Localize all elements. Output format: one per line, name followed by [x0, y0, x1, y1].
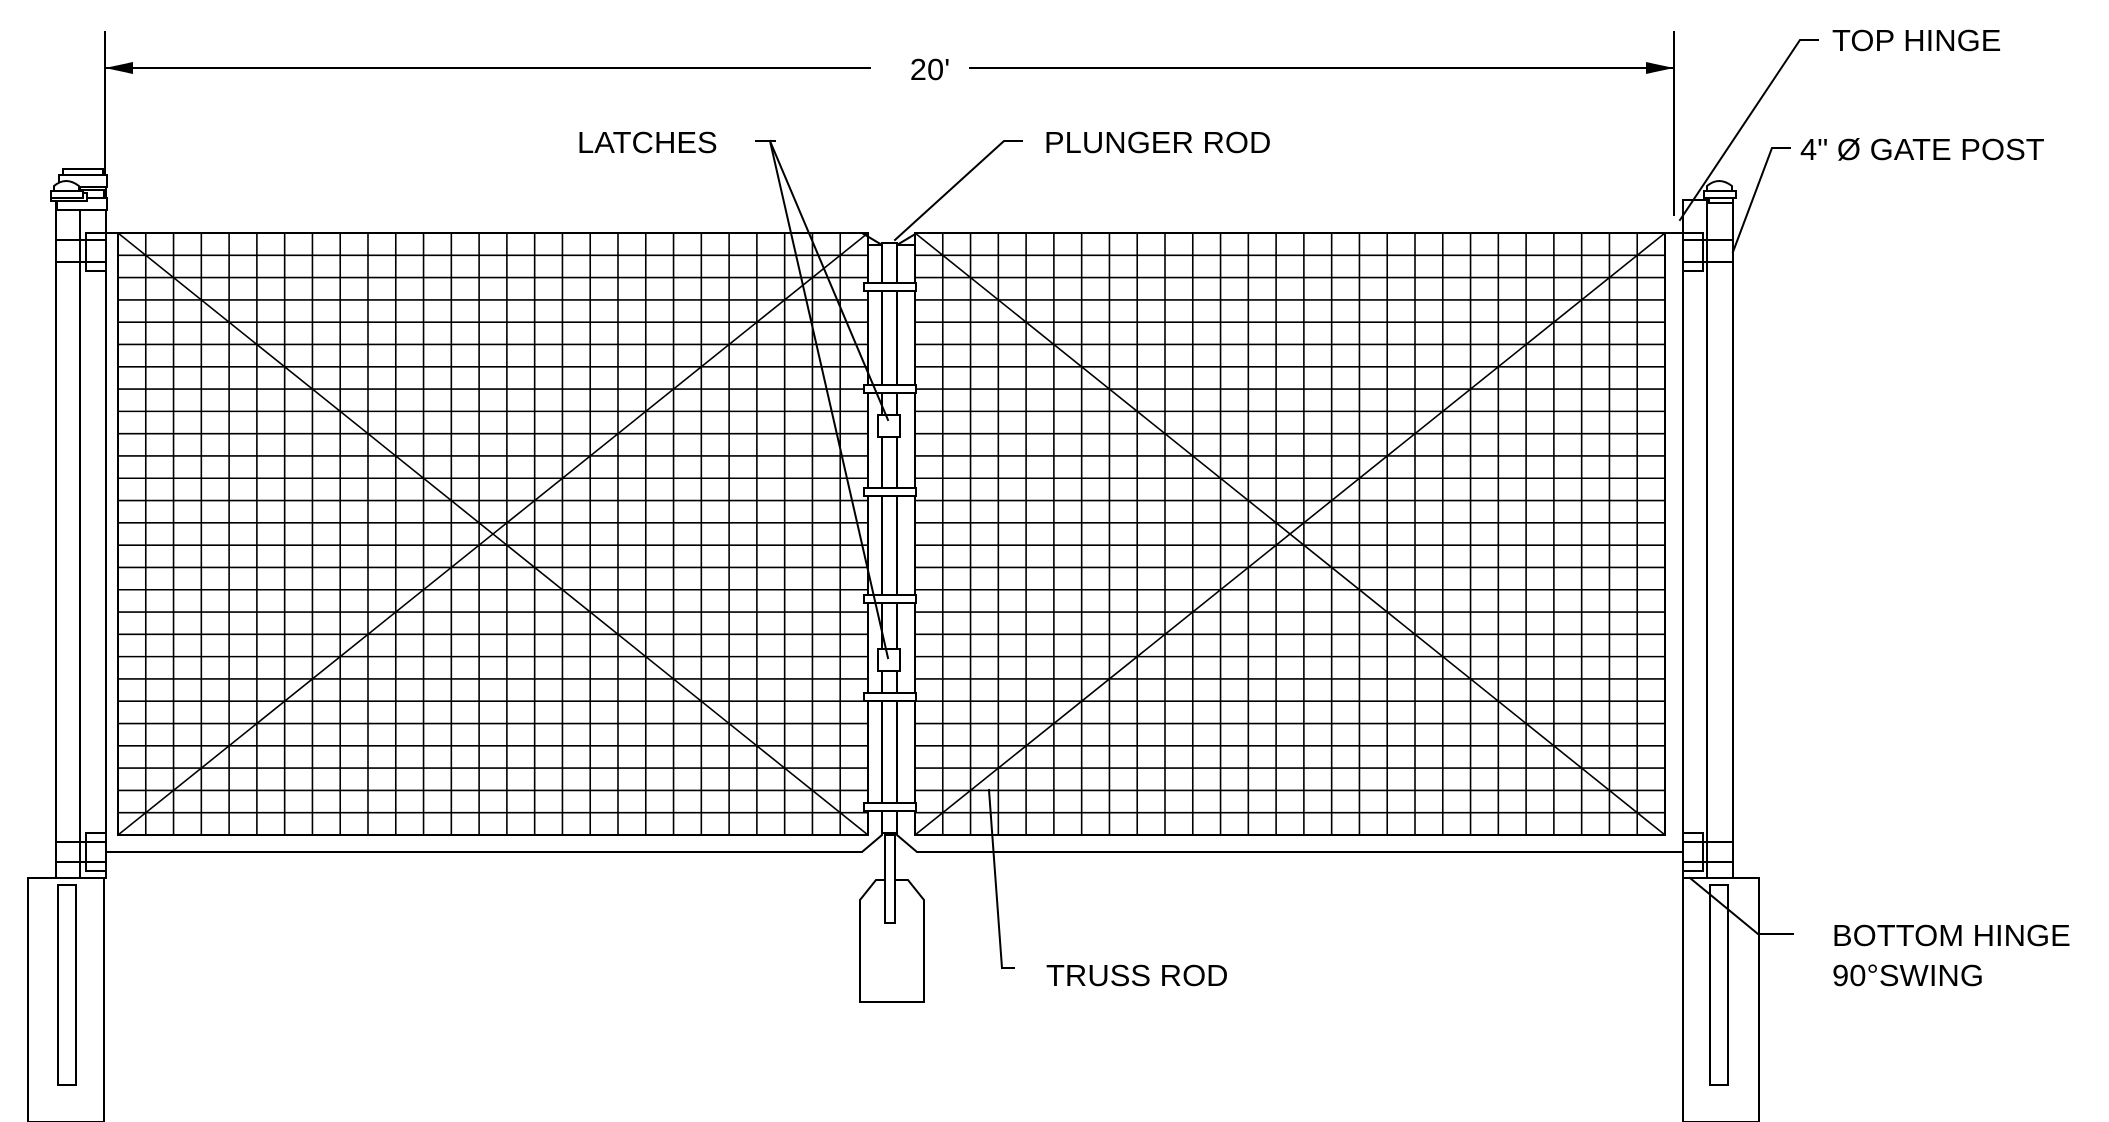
right-truss-rods [914, 232, 1666, 836]
latches-label: LATCHES [577, 125, 718, 160]
right-gate-leaf [896, 232, 1684, 853]
upper-latch [877, 414, 901, 438]
truss-rod-label: TRUSS ROD [1046, 958, 1229, 993]
left-top-hinge [55, 232, 107, 272]
left-truss-rods [117, 232, 869, 836]
plunger-rod [884, 834, 896, 924]
plunger-rod-label: PLUNGER ROD [1044, 125, 1271, 160]
left-gate-post [27, 168, 108, 1122]
gate-post-label: 4" Ø GATE POST [1800, 132, 2045, 167]
callout-leaders [755, 39, 1819, 970]
left-bottom-hinge [55, 832, 107, 872]
right-bottom-hinge [1682, 832, 1734, 872]
left-wire-mesh [118, 233, 868, 835]
right-wire-mesh [915, 233, 1665, 835]
right-gate-post [1682, 180, 1760, 1122]
lower-latch [877, 648, 901, 672]
center-drop-block [859, 834, 925, 1003]
left-gate-leaf [105, 232, 883, 853]
hinges [55, 232, 1734, 872]
bottom-hinge-swing-label: 90°SWING [1832, 958, 1984, 993]
dimension-label: 20' [910, 52, 950, 87]
overall-dimension: 20' [104, 31, 1675, 216]
center-latch-stile [863, 242, 917, 834]
latch-bands [863, 282, 917, 812]
bottom-hinge-label: BOTTOM HINGE [1832, 918, 2071, 953]
top-hinge-label: TOP HINGE [1832, 23, 2001, 58]
